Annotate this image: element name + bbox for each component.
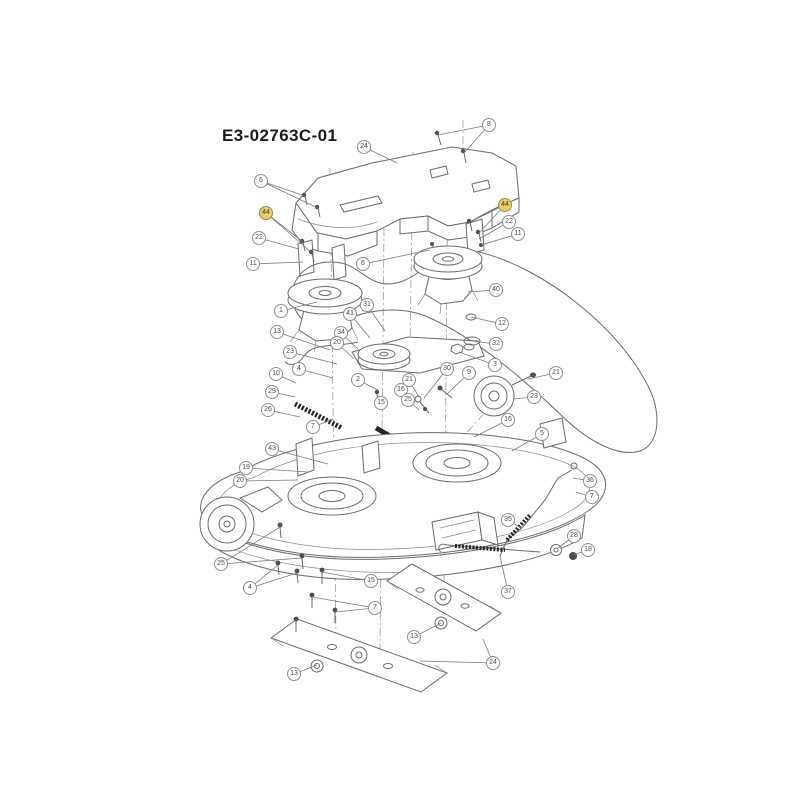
- callout-7[interactable]: 7: [368, 601, 382, 615]
- callout-6[interactable]: 6: [254, 174, 268, 188]
- callout-28[interactable]: 28: [567, 529, 581, 543]
- right-spindle-shape: [414, 246, 482, 314]
- leader-line: [321, 571, 372, 582]
- callout-1[interactable]: 1: [274, 304, 288, 318]
- callout-44-highlighted[interactable]: 44: [259, 206, 273, 220]
- linkage-rods: [439, 463, 577, 560]
- leader-line: [260, 180, 319, 209]
- callout-31[interactable]: 31: [360, 298, 374, 312]
- callout-23[interactable]: 23: [283, 345, 297, 359]
- callout-22[interactable]: 22: [502, 215, 516, 229]
- left-spindle-shape: [288, 279, 362, 352]
- callout-37[interactable]: 37: [501, 585, 515, 599]
- blade-shapes: [271, 564, 501, 692]
- callout-11[interactable]: 11: [511, 227, 525, 241]
- callout-4[interactable]: 4: [292, 362, 306, 376]
- leader-line: [437, 124, 490, 136]
- callout-30[interactable]: 30: [440, 362, 454, 376]
- callout-36[interactable]: 36: [583, 474, 597, 488]
- leader-line: [276, 331, 331, 351]
- callout-7[interactable]: 7: [306, 420, 320, 434]
- callout-8[interactable]: 8: [482, 118, 496, 132]
- callout-5[interactable]: 5: [535, 427, 549, 441]
- callout-12[interactable]: 12: [495, 317, 509, 331]
- callout-6[interactable]: 6: [356, 257, 370, 271]
- callout-24[interactable]: 24: [486, 656, 500, 670]
- callout-41[interactable]: 41: [343, 307, 357, 321]
- leader-line: [271, 448, 329, 465]
- leader-line: [239, 479, 299, 482]
- callout-7[interactable]: 7: [585, 490, 599, 504]
- callout-32[interactable]: 32: [489, 337, 503, 351]
- callout-25[interactable]: 25: [401, 393, 415, 407]
- leader-line: [362, 249, 431, 265]
- leader-line: [245, 467, 309, 473]
- callout-20[interactable]: 20: [233, 474, 247, 488]
- callout-35[interactable]: 35: [501, 513, 515, 527]
- callout-13[interactable]: 13: [270, 325, 284, 339]
- callout-26[interactable]: 26: [261, 403, 275, 417]
- deck-shell-shape: [201, 418, 606, 579]
- callout-44-highlighted[interactable]: 44: [498, 198, 512, 212]
- leader-line: [265, 212, 313, 254]
- callout-15[interactable]: 15: [364, 574, 378, 588]
- diagram-title: E3-02763C-01: [222, 126, 338, 145]
- leader-line: [311, 596, 376, 609]
- callout-20[interactable]: 20: [330, 336, 344, 350]
- callout-9[interactable]: 9: [462, 366, 476, 380]
- callout-4[interactable]: 4: [243, 581, 257, 595]
- fastener-glyphs: [275, 130, 483, 632]
- callout-40[interactable]: 40: [489, 283, 503, 297]
- left-wheel-shape: [200, 487, 282, 551]
- callout-25[interactable]: 25: [214, 557, 228, 571]
- deck-cover-shape: [292, 147, 519, 256]
- callout-10[interactable]: 10: [269, 367, 283, 381]
- leader-line: [419, 660, 494, 664]
- leader-line: [289, 351, 338, 365]
- callout-29[interactable]: 29: [265, 385, 279, 399]
- callout-19[interactable]: 19: [239, 461, 253, 475]
- leader-line: [260, 180, 306, 197]
- callout-21[interactable]: 21: [549, 366, 563, 380]
- leader-line: [249, 572, 298, 589]
- callout-11[interactable]: 11: [246, 257, 260, 271]
- callout-24[interactable]: 24: [357, 140, 371, 154]
- leader-line: [220, 526, 281, 565]
- callout-43[interactable]: 43: [265, 442, 279, 456]
- callout-2[interactable]: 2: [351, 373, 365, 387]
- callout-3[interactable]: 3: [488, 358, 502, 372]
- callout-23[interactable]: 23: [527, 390, 541, 404]
- callout-15[interactable]: 15: [374, 396, 388, 410]
- leader-line: [220, 557, 303, 565]
- leader-line: [252, 261, 304, 265]
- callout-18[interactable]: 18: [581, 543, 595, 557]
- callout-13[interactable]: 13: [287, 667, 301, 681]
- callout-21[interactable]: 21: [402, 373, 416, 387]
- callout-16[interactable]: 16: [501, 413, 515, 427]
- gauge-wheel-shape: [474, 372, 536, 417]
- cover-brackets: [298, 219, 484, 280]
- center-hardware: [415, 314, 480, 413]
- callout-13[interactable]: 13: [407, 630, 421, 644]
- callout-22[interactable]: 22: [252, 231, 266, 245]
